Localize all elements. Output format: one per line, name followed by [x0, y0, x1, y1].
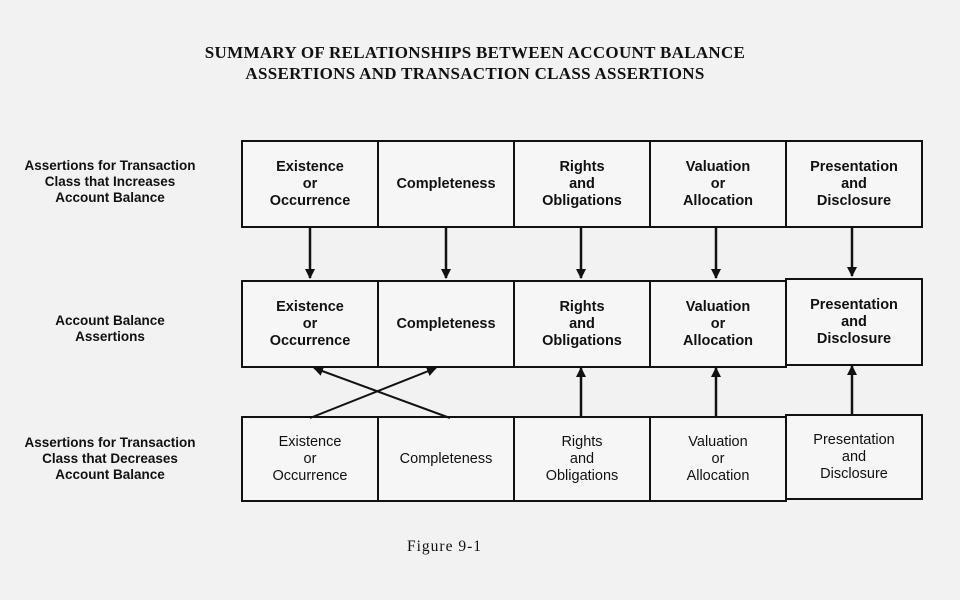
arrow-cross-to-completeness	[309, 366, 437, 419]
diagram-title: SUMMARY OF RELATIONSHIPS BETWEEN ACCOUNT…	[0, 42, 950, 84]
figure-caption: Figure 9-1	[407, 538, 483, 555]
row-label-decreases: Assertions for Transaction Class that De…	[24, 435, 196, 482]
box-increase-completeness: Completeness	[377, 140, 515, 228]
arrow-cross-to-existence	[313, 366, 451, 419]
row-label-increases: Assertions for Transaction Class that In…	[24, 158, 196, 205]
row-label-account-balance: Account Balance Assertions	[55, 313, 165, 344]
title-line-2: ASSERTIONS AND TRANSACTION CLASS ASSERTI…	[245, 64, 705, 83]
title-line-1: SUMMARY OF RELATIONSHIPS BETWEEN ACCOUNT…	[204, 43, 746, 62]
box-balance-completeness: Completeness	[377, 280, 515, 368]
